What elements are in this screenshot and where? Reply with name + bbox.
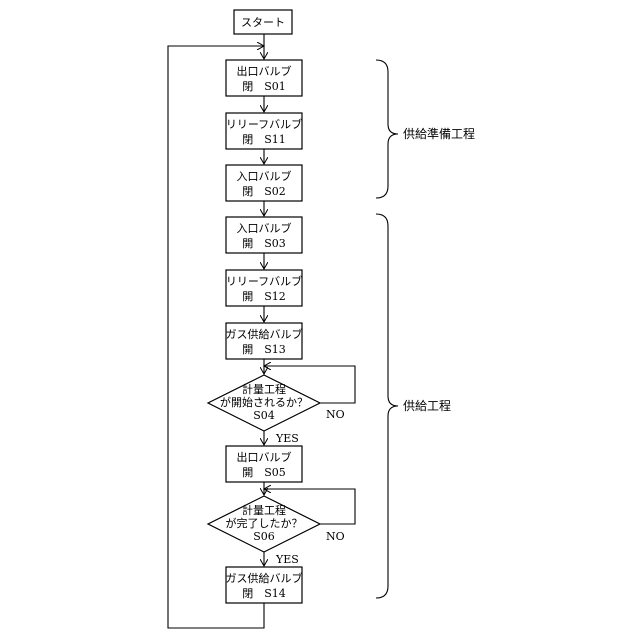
step-s12-line2: 開 S12 (242, 290, 286, 303)
phase-preparation-label: 供給準備工程 (403, 126, 475, 141)
start-box: スタート (234, 10, 292, 34)
step-s14-line2: 閉 S14 (242, 587, 286, 600)
step-s13-line2: 開 S13 (242, 343, 286, 356)
step-s12-line1: リリーフバルブ (226, 274, 302, 288)
decision-s04-line1: 計量工程 (242, 382, 286, 396)
step-s02: 入口バルブ 閉 S02 (226, 165, 302, 201)
brace-supply (376, 214, 398, 598)
s04-yes-label: YES (275, 432, 299, 445)
step-s02-line2: 閉 S02 (242, 185, 286, 198)
step-s13-line1: ガス供給バルブ (226, 327, 303, 341)
step-s01-line2: 閉 S01 (242, 80, 286, 93)
s04-no-label: NO (326, 408, 345, 421)
step-s01: 出口バルブ 閉 S01 (226, 60, 302, 96)
brace-preparation (376, 60, 398, 198)
decision-s04: 計量工程 が開始されるか？ S04 (208, 375, 320, 431)
start-label: スタート (241, 16, 285, 29)
decision-s06-line3: S06 (253, 530, 275, 543)
step-s14-line1: ガス供給バルブ (226, 571, 303, 585)
step-s03-line2: 開 S03 (242, 237, 286, 250)
s06-yes-label: YES (275, 553, 299, 566)
step-s02-line1: 入口バルブ (237, 169, 292, 183)
s06-no-label: NO (326, 530, 345, 543)
step-s03: 入口バルブ 開 S03 (226, 217, 302, 253)
decision-s06-line1: 計量工程 (242, 503, 286, 517)
step-s12: リリーフバルブ 開 S12 (226, 270, 302, 306)
decision-s04-line2: が開始されるか？ (220, 395, 308, 409)
step-s05-line2: 開 S05 (242, 466, 286, 479)
step-s05-line1: 出口バルブ (237, 450, 292, 464)
decision-s06: 計量工程 が完了したか？ S06 (208, 496, 320, 552)
decision-s04-line3: S04 (253, 409, 275, 422)
decision-s06-line2: が完了したか？ (226, 516, 303, 530)
step-s05: 出口バルブ 開 S05 (226, 446, 302, 482)
step-s13: ガス供給バルブ 開 S13 (226, 323, 303, 359)
step-s11-line2: 閉 S11 (242, 133, 286, 146)
step-s11-line1: リリーフバルブ (226, 117, 302, 131)
step-s01-line1: 出口バルブ (237, 64, 292, 78)
phase-supply-label: 供給工程 (403, 398, 451, 413)
step-s14: ガス供給バルブ 閉 S14 (226, 567, 303, 603)
step-s03-line1: 入口バルブ (237, 221, 292, 235)
step-s11: リリーフバルブ 閉 S11 (226, 113, 302, 149)
